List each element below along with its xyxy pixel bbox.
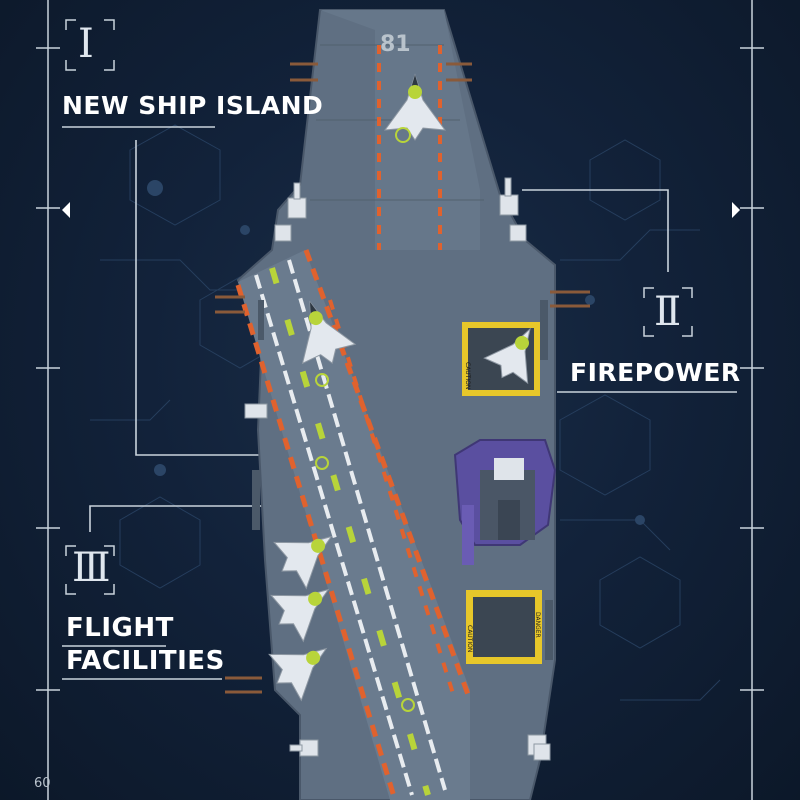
caution-label-2: CAUTION bbox=[466, 625, 473, 652]
cannon-turret-icon bbox=[244, 177, 551, 761]
section-3-numeral: Ⅲ bbox=[72, 545, 111, 591]
section-3-title-line-1: FLIGHT bbox=[66, 613, 174, 643]
danger-label: DANGER bbox=[534, 612, 541, 638]
arrow-right-icon bbox=[732, 202, 740, 218]
hull-number: 81 bbox=[380, 32, 411, 57]
caution-label-1: CAUTION bbox=[464, 362, 471, 389]
section-1-title: NEW SHIP ISLAND bbox=[62, 91, 324, 120]
arrow-left-icon bbox=[62, 202, 70, 218]
section-1-numeral: Ⅰ bbox=[78, 21, 94, 67]
section-2-title: FIREPOWER bbox=[570, 358, 741, 387]
fighter-jet-icon bbox=[268, 73, 531, 702]
page-number: 60 bbox=[34, 776, 51, 791]
section-3-title-line-2: FACILITIES bbox=[66, 646, 225, 676]
section-2-numeral: Ⅱ bbox=[654, 289, 682, 335]
